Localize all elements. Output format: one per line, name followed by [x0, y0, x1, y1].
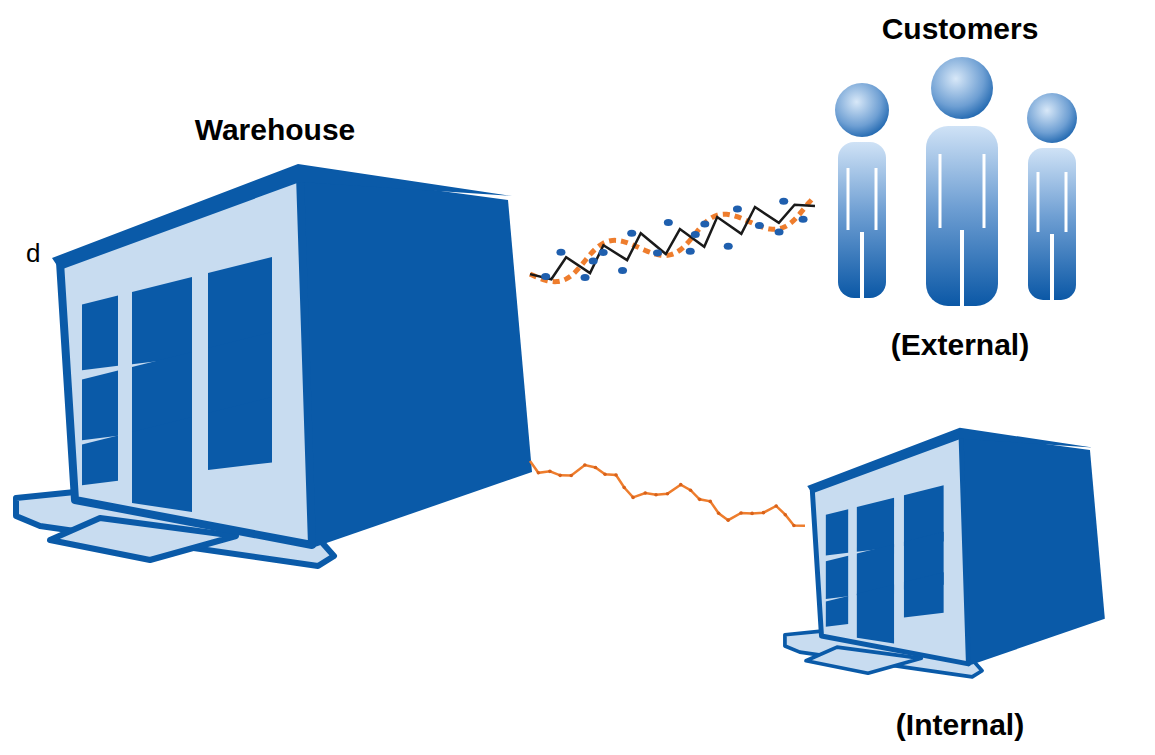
data-dot [686, 248, 695, 255]
signal-point [774, 504, 778, 508]
signal-point [739, 511, 743, 515]
signal-point [750, 512, 754, 516]
node-subheading: (External) [815, 328, 1105, 362]
signal-point [622, 486, 626, 490]
node-heading: (Internal) [805, 708, 1115, 742]
signal-point [654, 493, 658, 497]
signal-point [666, 492, 670, 496]
signal-point [679, 483, 683, 487]
internal-node: (Internal) [805, 425, 1115, 750]
warehouse-node: Warehouse [20, 105, 530, 550]
data-dot [724, 243, 733, 250]
signal-point [631, 496, 635, 500]
internal-demand-connector [530, 461, 805, 526]
signal-point [792, 524, 796, 528]
signal-point [537, 471, 541, 475]
data-dot [775, 229, 784, 236]
internal-building [785, 428, 1105, 677]
trend-wave [530, 198, 813, 282]
data-dot [664, 219, 673, 226]
data-dot [653, 249, 662, 256]
signal-point [548, 470, 552, 474]
signal-point [603, 472, 607, 476]
data-dot [733, 206, 742, 213]
signal-point [643, 491, 647, 495]
signal-point [583, 463, 587, 467]
data-dot [755, 222, 764, 229]
signal-point [698, 498, 702, 502]
data-dot [581, 274, 590, 281]
data-dot [618, 267, 627, 274]
connector-group [530, 461, 805, 527]
data-dot [700, 221, 709, 228]
data-dot [541, 273, 550, 280]
customers-node: Customers (External) [815, 8, 1105, 368]
data-dot [627, 230, 636, 237]
data-dot [589, 258, 598, 265]
data-dot [799, 216, 808, 223]
signal-point [762, 511, 766, 515]
node-heading: Warehouse [20, 113, 530, 147]
signal-point [708, 500, 712, 504]
demand-signal-connector [530, 205, 815, 280]
signal-point [726, 518, 730, 522]
connector-group [530, 198, 815, 282]
signal-point [689, 488, 693, 492]
data-dot [691, 231, 700, 238]
customer-figures [835, 57, 1077, 306]
signal-point [717, 511, 721, 515]
signal-point [558, 474, 562, 478]
data-dot [779, 198, 788, 205]
data-dot [599, 249, 608, 256]
signal-point [614, 473, 618, 477]
signal-point [594, 466, 598, 470]
edge-fragment-label: d [26, 238, 40, 268]
warehouse-building [16, 164, 532, 566]
data-dot [556, 249, 565, 256]
signal-point [783, 513, 787, 517]
node-heading: Customers [815, 12, 1105, 46]
signal-point [569, 474, 573, 478]
